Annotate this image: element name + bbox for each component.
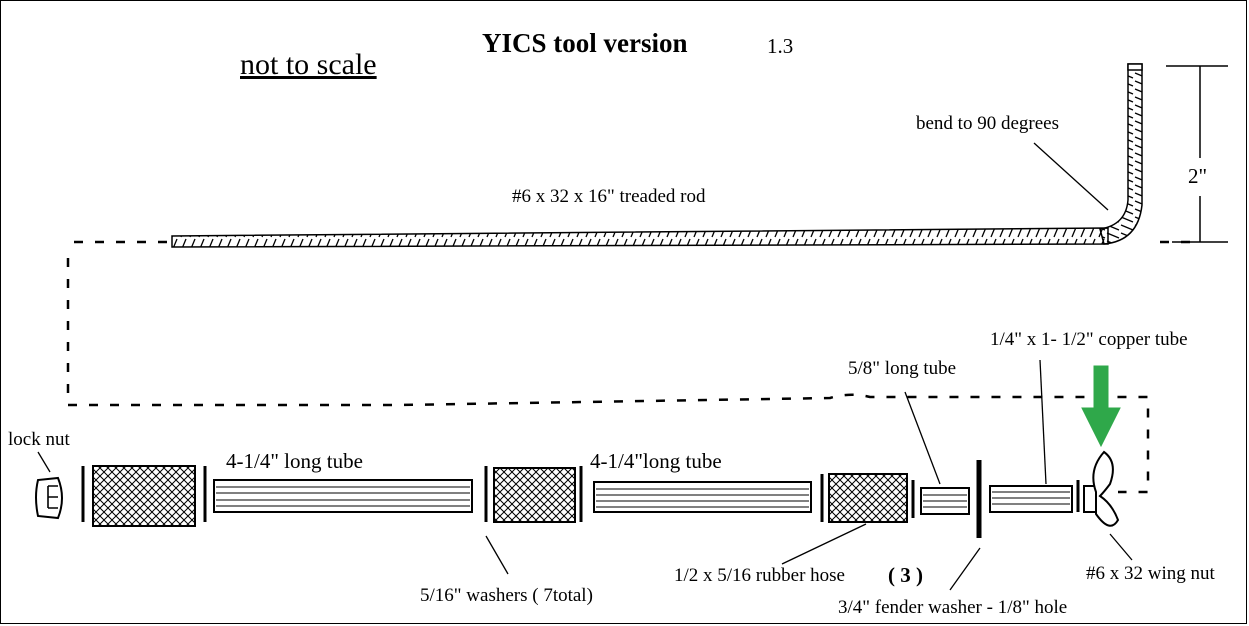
short-tube-label: 5/8" long tube [848,358,957,379]
assembly-path [66,240,1200,494]
dimension-marker [1166,65,1228,243]
copper-tube-label: 1/4" x 1- 1/2" copper tube [990,329,1188,350]
washers-label: 5/16" washers ( 7total) [420,585,593,606]
rubber-hose-label: 1/2 x 5/16 rubber hose [674,565,845,586]
rubber-hoses [92,465,908,527]
dimension-label: 2" [1188,164,1208,188]
wing-nut-label: #6 x 32 wing nut [1086,563,1215,584]
washers [81,466,1080,522]
bend-label: bend to 90 degrees [916,113,1059,134]
bend-leader [1033,142,1109,211]
short-tube-shape [920,487,970,515]
down-arrow-icon [1081,365,1121,448]
wing-nut-shape [1083,450,1120,527]
diagram-version: 1.3 [767,34,794,58]
copper-tube-shape [989,485,1073,513]
rod-label: #6 x 32 x 16" treaded rod [512,186,706,207]
long-tube-2-label: 4-1/4"long tube [590,449,722,473]
long-tubes [213,479,812,513]
scale-note: not to scale [240,48,377,81]
rubber-hose-count: ( 3 ) [888,563,923,587]
lock-nut-leader [37,451,51,473]
diagram-title: YICS tool version [482,28,688,58]
leader-lines [485,359,1133,591]
threaded-rod [171,63,1143,248]
lock-nut-label: lock nut [8,429,70,450]
long-tube-1-label: 4-1/4" long tube [226,449,363,473]
fender-washer-label: 3/4" fender washer - 1/8" hole [838,597,1068,618]
lock-nut-shape [35,476,63,520]
